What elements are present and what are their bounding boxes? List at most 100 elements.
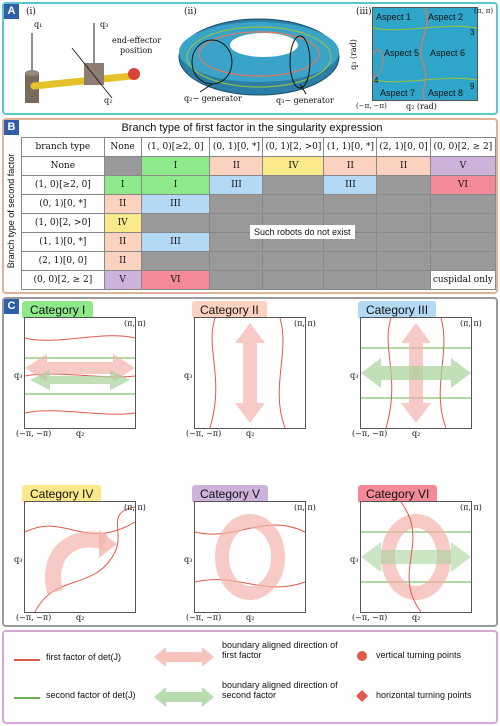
panel-b-label: B bbox=[4, 120, 19, 135]
header-cell: (0, 1)[2, >0] bbox=[262, 137, 325, 157]
table-cell bbox=[429, 213, 497, 233]
corner-bottom: (−π, −π) bbox=[352, 613, 388, 622]
table-cell bbox=[103, 156, 142, 176]
no-robot-note: Such robots do not exist bbox=[250, 225, 355, 239]
category-i: Category I (π, π) (−π, −π) q₂ q₃ bbox=[14, 301, 164, 438]
table-cell: VI bbox=[140, 270, 211, 290]
q2-generator-label: q₂− generator bbox=[184, 94, 242, 103]
legend-second-factor: second factor of det(J) bbox=[46, 690, 136, 700]
category-ii: Category II (π, π) (−π, −π) q₂ q₃ bbox=[184, 301, 334, 438]
q3-axis: q₃ bbox=[14, 555, 23, 564]
category-iv-title: Category IV bbox=[22, 485, 102, 503]
q2-axis: q₂ bbox=[76, 613, 85, 622]
corner-top: (π, π) bbox=[460, 319, 482, 328]
table-cell bbox=[429, 251, 497, 271]
category-v-plot bbox=[194, 501, 306, 613]
table-cell: II bbox=[323, 156, 378, 176]
table-cell: II bbox=[103, 194, 142, 214]
category-ii-title: Category II bbox=[192, 301, 267, 319]
category-ii-plot bbox=[194, 317, 306, 429]
corner-top: (π, π) bbox=[124, 503, 146, 512]
q3-axis: q₃ bbox=[350, 371, 359, 380]
table-cell: II bbox=[209, 156, 264, 176]
q2-axis: q₂ bbox=[412, 613, 421, 622]
aspect-4: 4 bbox=[374, 76, 379, 85]
category-iv-plot bbox=[24, 501, 136, 613]
table-cell: I bbox=[103, 175, 142, 195]
aspect-8: Aspect 8 bbox=[428, 88, 464, 98]
table-cell: V bbox=[103, 270, 142, 290]
legend-vertical-turning: vertical turning points bbox=[376, 650, 462, 660]
category-v: Category V (π, π) (−π, −π) q₂ q₃ bbox=[184, 485, 334, 622]
horizontal-turning-point-icon bbox=[356, 690, 368, 702]
aspect-3: 3 bbox=[470, 28, 475, 37]
table-cell bbox=[376, 175, 431, 195]
aspect-9: 9 bbox=[470, 82, 475, 91]
q3-axis: q₃ bbox=[14, 371, 23, 380]
header-cell: (1, 0)[≥2, 0] bbox=[140, 137, 211, 157]
legend-boundary-second: boundary aligned direction of second fac… bbox=[222, 680, 338, 700]
q2-axis: q₂ bbox=[412, 429, 421, 438]
table-cell: IV bbox=[103, 213, 142, 233]
header-cell: (2, 1)[0, 0] bbox=[376, 137, 431, 157]
table-cell bbox=[262, 194, 325, 214]
torus-illustration bbox=[178, 18, 340, 96]
category-i-plot bbox=[24, 317, 136, 429]
table-row: (0, 1)[0, *] II III bbox=[21, 194, 497, 214]
cuspidal-note: cuspidal only bbox=[429, 270, 497, 290]
sub-i-label: (i) bbox=[26, 7, 36, 17]
category-v-title: Category V bbox=[192, 485, 269, 503]
panel-b: B Branch type of first factor in the sin… bbox=[2, 118, 498, 294]
table-cell bbox=[323, 251, 378, 271]
category-iv: Category IV (π, π) (−π, −π) q₂ q₃ bbox=[14, 485, 164, 622]
table-cell: VI bbox=[429, 175, 497, 195]
q1-label: q₁ bbox=[34, 20, 43, 29]
header-cell: None bbox=[103, 137, 142, 157]
corner-top: (π, π) bbox=[124, 319, 146, 328]
q3-axis: q₃ bbox=[184, 371, 193, 380]
sub-ii-label: (ii) bbox=[184, 7, 197, 17]
second-factor-line-icon bbox=[14, 697, 40, 699]
row-header: (1, 1)[0, *] bbox=[21, 232, 105, 252]
q3-generator-label: q₃− generator bbox=[276, 96, 334, 105]
corner-bottom: (−π, −π) bbox=[186, 613, 222, 622]
row-header: (1, 0)[2, >0] bbox=[21, 213, 105, 233]
table-caption: Branch type of first factor in the singu… bbox=[121, 122, 383, 134]
corner-top: (π, π) bbox=[460, 503, 482, 512]
category-iii-plot bbox=[360, 317, 472, 429]
header-cell: (0, 1)[0, *] bbox=[209, 137, 264, 157]
robot-illustration bbox=[25, 23, 140, 103]
table-cell bbox=[209, 194, 264, 214]
end-effector-label: end-effector bbox=[112, 36, 162, 45]
q3-axis: q₃ bbox=[350, 555, 359, 564]
table-cell: I bbox=[140, 156, 211, 176]
table-cell bbox=[209, 232, 264, 252]
table-cell bbox=[376, 194, 431, 214]
table-cell: II bbox=[103, 232, 142, 252]
table-cell bbox=[376, 232, 431, 252]
table-cell bbox=[209, 270, 264, 290]
category-vi: Category VI (π, π) (−π, −π) q₂ q₃ bbox=[350, 485, 500, 622]
aspect-5: Aspect 5 bbox=[384, 48, 420, 58]
table-cell bbox=[376, 251, 431, 271]
aspect-7: Aspect 7 bbox=[380, 88, 416, 98]
table-cell bbox=[262, 270, 325, 290]
q2-axis: q₂ bbox=[246, 429, 255, 438]
q2-axis: q₂ bbox=[76, 429, 85, 438]
table-row: (1, 0)[≥2, 0] I I III III VI bbox=[21, 175, 497, 195]
table-cell: III bbox=[140, 232, 211, 252]
table-cell: III bbox=[323, 175, 378, 195]
legend-boundary-first: boundary aligned direction of first fact… bbox=[222, 640, 338, 660]
q3-label: q₃ bbox=[100, 20, 109, 29]
table-cell: II bbox=[376, 156, 431, 176]
corner-top: (π, π) bbox=[294, 503, 316, 512]
row-header: (0, 1)[0, *] bbox=[21, 194, 105, 214]
aspect-corner-bottom: (−π, −π) bbox=[356, 102, 387, 110]
aspect-2: Aspect 2 bbox=[428, 12, 464, 22]
panel-c: C Category I (π, π) (−π, −π) q₂ q₃ Categ… bbox=[2, 297, 498, 627]
table-cell bbox=[262, 251, 325, 271]
table-cell bbox=[323, 194, 378, 214]
aspect-6: Aspect 6 bbox=[430, 48, 466, 58]
row-header: None bbox=[21, 156, 105, 176]
category-vi-plot bbox=[360, 501, 472, 613]
